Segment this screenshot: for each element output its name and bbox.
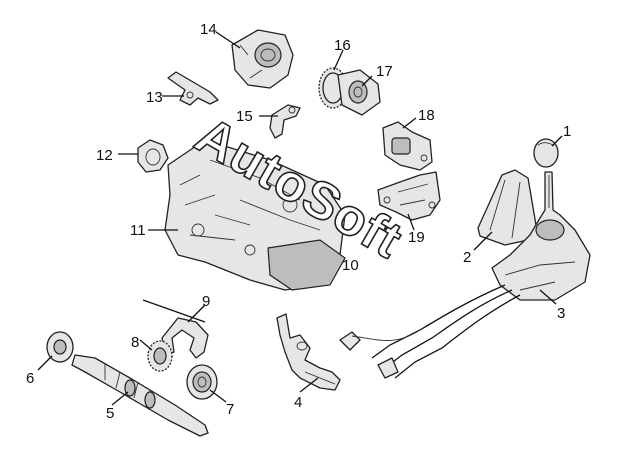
shaft-part [71, 354, 209, 437]
housing-part [231, 29, 294, 89]
gearbox-housing [164, 139, 346, 291]
callout-8: 8 [131, 334, 139, 351]
callout-9: 9 [202, 293, 210, 310]
callout-12: 12 [96, 147, 113, 164]
callout-7: 7 [226, 401, 234, 418]
mount-part [382, 121, 433, 171]
shift-boot-part [477, 169, 537, 246]
gear-7-part [186, 364, 218, 400]
gear-8-part [147, 340, 173, 372]
callout-14: 14 [200, 21, 217, 38]
callout-16: 16 [334, 37, 351, 54]
callout-1: 1 [563, 123, 571, 140]
callout-3: 3 [557, 305, 565, 322]
callout-11: 11 [130, 222, 146, 239]
mount-bracket-part [377, 171, 441, 221]
shift-cables [339, 284, 521, 379]
callout-17: 17 [376, 63, 393, 80]
callout-18: 18 [418, 107, 435, 124]
selector-mechanism-part [276, 313, 341, 391]
differential-assembly [318, 67, 381, 116]
bracket-part [167, 71, 219, 106]
lever-part [269, 104, 301, 139]
callout-2: 2 [463, 249, 471, 266]
callout-13: 13 [146, 89, 163, 106]
callout-10: 10 [342, 257, 359, 274]
callout-labels: 1 2 3 4 5 6 7 8 9 11 12 13 14 15 16 17 1… [26, 21, 571, 422]
callout-4: 4 [294, 394, 302, 411]
callout-5: 5 [106, 405, 114, 422]
bearing-part [46, 331, 74, 363]
shift-lever-assembly-part [491, 171, 591, 301]
callout-6: 6 [26, 370, 34, 387]
callout-19: 19 [408, 229, 425, 246]
leader-lines [37, 31, 563, 406]
cover-part [137, 139, 169, 173]
callout-15: 15 [236, 108, 253, 125]
